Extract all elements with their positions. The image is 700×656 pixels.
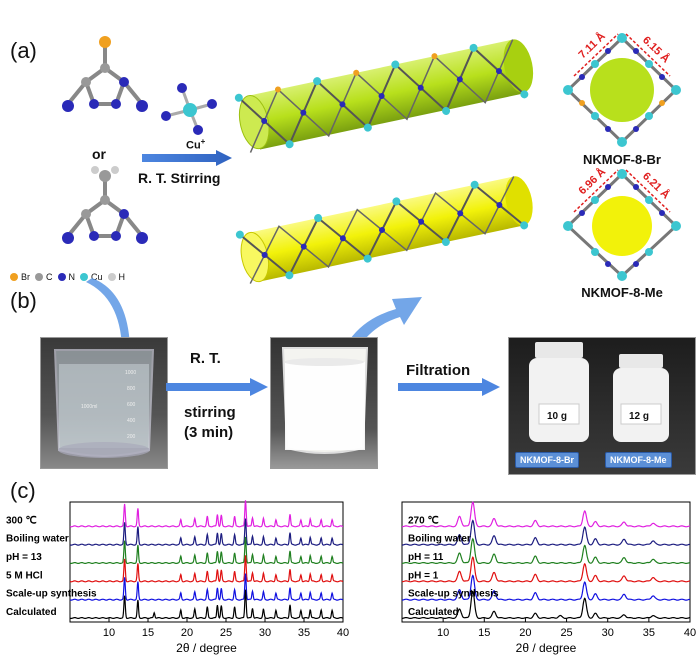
legend-item-n: N — [57, 272, 76, 282]
series-label-0: 300 ℃ — [6, 515, 37, 526]
x-tick-label: 35 — [298, 627, 310, 639]
reaction-arrow — [142, 150, 232, 166]
beaker-white-photo — [270, 337, 378, 469]
nkmof-8-br-channel — [234, 39, 534, 153]
series-label-5: Calculated — [6, 607, 57, 618]
cu-label: Cu+ — [186, 137, 206, 152]
beaker-mark-400: 400 — [127, 418, 136, 424]
legend-item-h: H — [107, 272, 126, 282]
product-jars-photo: 10 g 12 g NKMOF-8-Br NKMOF-8-Me — [508, 337, 696, 475]
cu-tetrahedron — [161, 83, 217, 135]
series-line-0 — [69, 500, 344, 528]
ligand-me-molecule — [62, 166, 148, 244]
x-tick-label: 15 — [142, 627, 154, 639]
series-label-2: pH = 11 — [408, 552, 444, 563]
beaker-volume-text: 1000ml — [81, 404, 97, 410]
filtration-text: Filtration — [406, 362, 471, 379]
series-label-4: Scale-up synthesis — [408, 589, 499, 600]
legend-label-br: Br — [21, 272, 30, 282]
x-axis-label: 2θ / degree — [516, 641, 577, 655]
beaker-mark-1000: 1000 — [125, 370, 136, 376]
legend-dot-cu — [80, 273, 88, 281]
legend-item-cu: Cu — [80, 272, 103, 282]
condition-text: R. T. Stirring — [138, 170, 221, 186]
pxrd-chart-right: 10 15 20 25 30 35 40 2θ / degree 270 ℃ Boiling wa… — [401, 501, 696, 655]
series-line-5 — [69, 589, 344, 620]
jar2-tag: NKMOF-8-Me — [605, 452, 672, 468]
legend-label-c: C — [46, 272, 53, 282]
pxrd-chart-left: 10 15 20 25 30 35 40 2θ / degree 300 ℃ Boiling wa… — [6, 500, 349, 655]
series-label-1: Boiling water — [408, 534, 471, 545]
x-tick-label: 20 — [519, 627, 531, 639]
series-label-0: 270 ℃ — [408, 515, 439, 526]
or-text: or — [92, 146, 106, 162]
legend-label-h: H — [118, 272, 126, 282]
beaker-mark-200: 200 — [127, 434, 136, 440]
series-line-3 — [401, 556, 691, 583]
series-line-4 — [402, 574, 690, 601]
series-line-1 — [69, 518, 344, 546]
x-axis-label: 2θ / degree — [176, 641, 237, 655]
x-tick-label: 10 — [437, 627, 449, 639]
legend-dot-h — [107, 273, 116, 281]
series-label-3: 5 M HCl — [6, 570, 43, 581]
series-label-5: Calculated — [408, 607, 459, 618]
legend-dot-n — [57, 273, 66, 281]
x-tick-label: 25 — [220, 627, 232, 639]
series-label-3: pH = 1 — [408, 570, 439, 581]
series-line-3 — [69, 555, 344, 583]
series-line-5 — [402, 590, 690, 619]
series-label-4: Scale-up synthesis — [6, 589, 97, 600]
stirring-line-1: R. T. — [190, 350, 221, 367]
x-tick-label: 30 — [602, 627, 614, 639]
filtration-arrow — [398, 378, 500, 396]
stirring-line-2: stirring — [184, 404, 236, 421]
nkmof-8-me-cross-section: 6.96 Å 6.21 Å — [563, 168, 681, 281]
nkmof-8-me-channel — [235, 176, 533, 284]
beaker-clear-photo: 1000 800 600 400 200 1000ml — [40, 337, 168, 469]
x-tick-label: 20 — [181, 627, 193, 639]
series-line-1 — [402, 519, 690, 546]
legend-label-cu: Cu — [91, 272, 103, 282]
nkmof-8-br-label: NKMOF-8-Br — [583, 152, 661, 167]
series-label-1: Boiling water — [6, 534, 69, 545]
jar2-mass: 12 g — [629, 411, 649, 422]
x-tick-label: 30 — [259, 627, 271, 639]
x-tick-label: 40 — [337, 627, 349, 639]
beaker-mark-800: 800 — [127, 386, 136, 392]
x-tick-label: 35 — [643, 627, 655, 639]
panel-c-label: (c) — [10, 478, 36, 503]
nkmof-8-me-label: NKMOF-8-Me — [581, 285, 663, 300]
series-line-2 — [69, 536, 344, 565]
series-label-2: pH = 13 — [6, 552, 42, 563]
plot-frame — [69, 501, 344, 623]
x-tick-label: 10 — [103, 627, 115, 639]
ligand-br-molecule — [62, 36, 148, 112]
legend-item-br: Br — [10, 272, 30, 282]
panel-a-label: (a) — [10, 38, 37, 63]
legend-item-c: C — [35, 272, 53, 282]
stirring-line-3: (3 min) — [184, 424, 234, 441]
jar1-tag: NKMOF-8-Br — [515, 452, 579, 468]
legend-dot-br — [10, 273, 18, 281]
jar1-mass: 10 g — [547, 411, 567, 422]
legend-label-n: N — [68, 272, 76, 282]
x-tick-label: 15 — [478, 627, 490, 639]
series-line-4 — [69, 573, 344, 601]
x-tick-label: 40 — [684, 627, 696, 639]
nkmof-8-br-cross-section: 7.11 Å 6.15 Å — [563, 30, 681, 147]
series-line-0 — [401, 501, 691, 528]
series-line-2 — [402, 537, 690, 565]
beaker-mark-600: 600 — [127, 402, 136, 408]
legend-dot-c — [35, 273, 43, 281]
panel-b-label: (b) — [10, 288, 37, 313]
stirring-arrow — [166, 378, 268, 396]
x-tick-label: 25 — [560, 627, 572, 639]
atom-legend: Br C N Cu H — [10, 268, 190, 286]
